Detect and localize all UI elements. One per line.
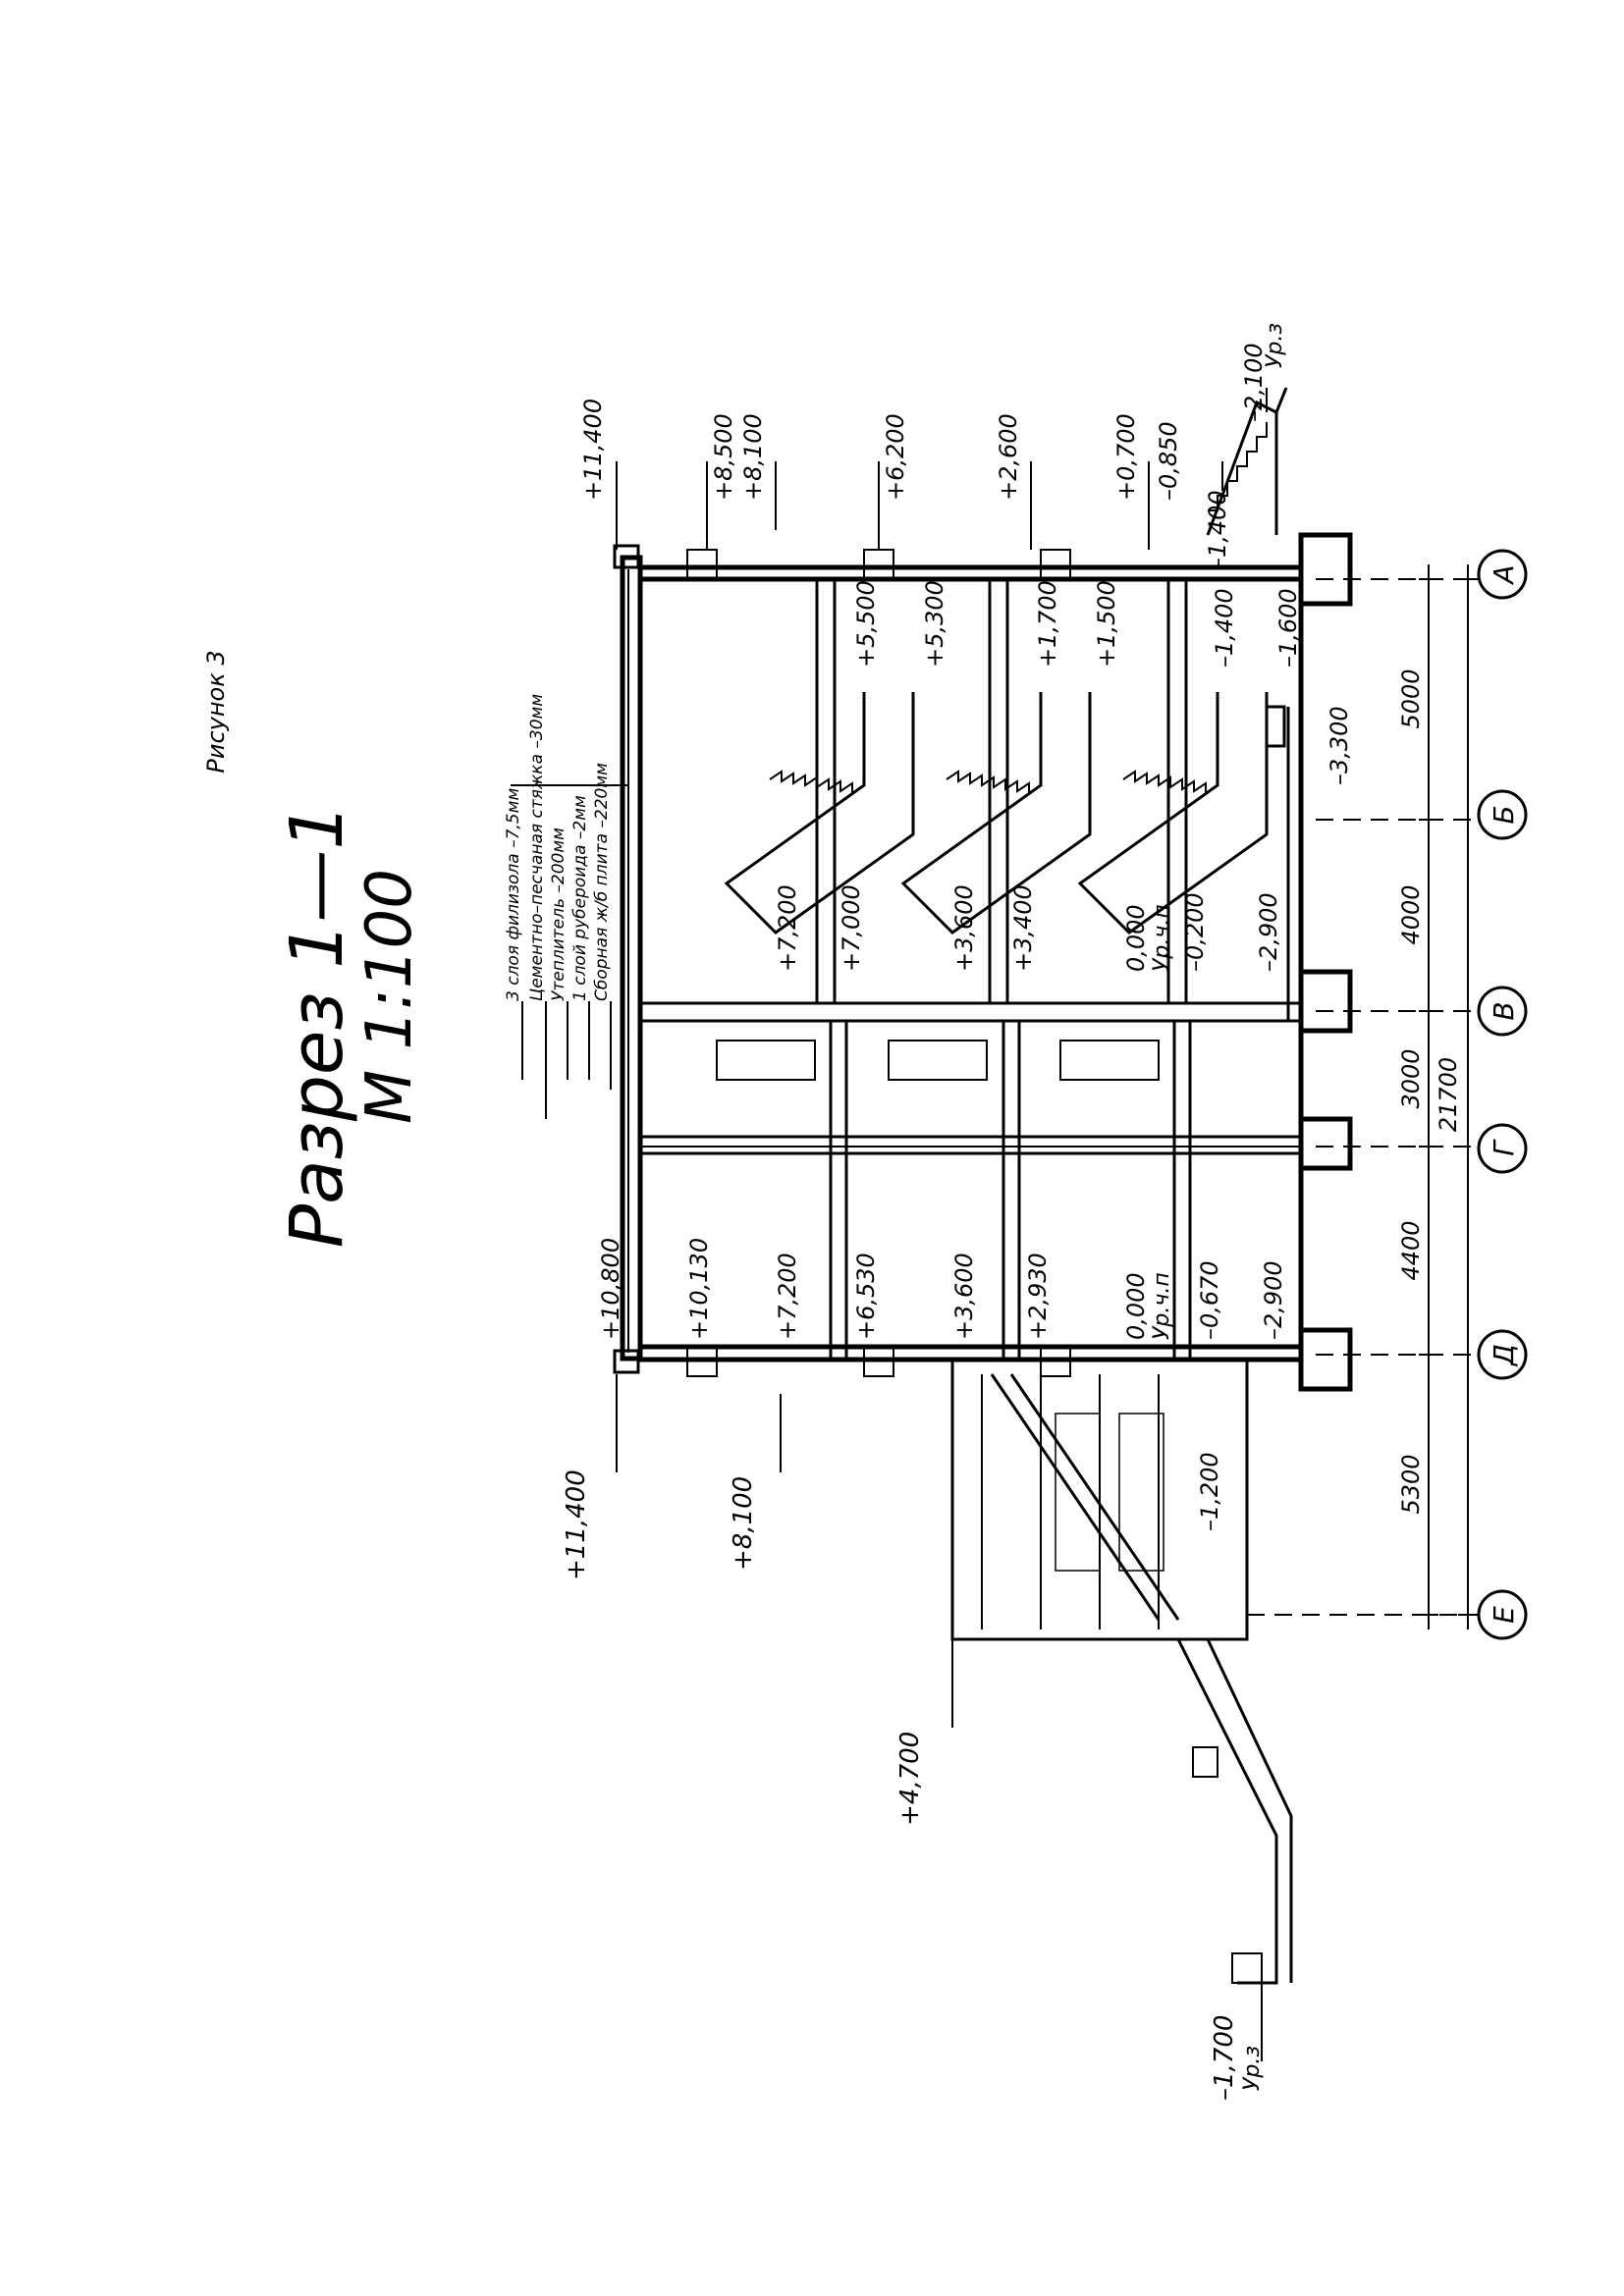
span-d-e: 5300 — [1397, 1454, 1425, 1514]
axis-bubble-b — [1477, 789, 1528, 840]
elev-ur-9: –2,100 — [1240, 343, 1268, 422]
span-v-g: 3000 — [1397, 1048, 1425, 1108]
figure-label: Рисунок 3 — [202, 650, 230, 773]
elev-sm-1: +7,200 — [774, 884, 801, 972]
elev-c-5: +3,600 — [950, 1253, 978, 1340]
elev-ll-3: +4,700 — [895, 1732, 925, 1826]
elevations-stair-left: +5,500 +5,300 +1,700 +1,500 –1,400 –1,60… — [852, 580, 1353, 785]
axis-bubble-e — [1477, 1589, 1528, 1640]
elev-ur-3: +8,100 — [739, 413, 767, 501]
axis-bubble-v — [1477, 986, 1528, 1037]
axis-e: Е — [1488, 1606, 1520, 1624]
section-title: Разрез 1—1 — [275, 804, 359, 1249]
span-g-d: 4400 — [1397, 1220, 1425, 1280]
roof-layer-3: Утеплитель –200мм — [549, 828, 568, 1001]
axis-g: Г — [1488, 1139, 1520, 1156]
elev-ur-2: +8,500 — [710, 413, 737, 501]
dimension-chain: 5000 4000 3000 4400 5300 21700 — [1397, 564, 1478, 1629]
floor-label-center: Ур.ч.п — [1150, 1272, 1174, 1340]
roof-layer-4: 1 слой рубероида –2мм — [570, 795, 590, 1001]
axis-bubble-g — [1477, 1123, 1528, 1174]
elev-sl-1: +5,500 — [852, 580, 880, 667]
ground-label-upper: Ур.з — [1263, 323, 1287, 368]
floor-label-mid: Ур.ч.п — [1150, 904, 1174, 972]
building-outline — [613, 544, 1304, 1377]
section-scale: М 1:100 — [353, 869, 426, 1124]
elev-ll-5: –1,700 — [1210, 2015, 1239, 2101]
elevations-lower-left: +11,400 +8,100 +4,700 –1,200 –1,700 Ур.з — [562, 1374, 1265, 2101]
elev-c-1: +10,800 — [597, 1238, 624, 1340]
elev-ll-4: –1,200 — [1196, 1452, 1223, 1531]
span-b-v: 4000 — [1397, 884, 1425, 944]
elev-sl-4: +1,500 — [1093, 580, 1120, 667]
elevations-stair-mid: +7,200 +7,000 +3,600 +3,400 0,000 Ур.ч.п… — [774, 884, 1282, 972]
elev-c-7: 0,000 — [1122, 1272, 1150, 1340]
axis-a: А — [1488, 564, 1520, 585]
axis-bubble-a — [1477, 549, 1528, 600]
roof-layer-1: 3 слоя филизола –7,5мм — [504, 788, 523, 1001]
elev-sl-6: –1,600 — [1274, 588, 1302, 667]
elev-sl-2: +5,300 — [921, 580, 948, 667]
axis-bubble-d — [1477, 1329, 1528, 1380]
axis-grid: А Б В Г Д Е — [1247, 549, 1528, 1640]
elev-sm-3: +3,600 — [950, 884, 978, 972]
total-dimension: 21700 — [1435, 1057, 1462, 1132]
elev-ur-8: –1,400 — [1204, 490, 1231, 569]
roof-layers-legend: 3 слоя филизола –7,5мм Цементно–песчаная… — [504, 694, 629, 1119]
elev-ll-1: +11,400 — [562, 1469, 591, 1580]
elev-sm-2: +7,000 — [838, 884, 865, 972]
elev-ur-5: +2,600 — [995, 413, 1022, 501]
axis-v: В — [1488, 1001, 1520, 1020]
elev-c-3: +7,200 — [774, 1253, 801, 1340]
axis-d: Д — [1488, 1344, 1520, 1367]
staircase — [724, 692, 1286, 934]
elev-sm-4: +3,400 — [1009, 884, 1037, 972]
elev-sm-6: –0,200 — [1181, 892, 1209, 972]
span-a-b: 5000 — [1397, 668, 1425, 728]
elev-ur-6: +0,700 — [1112, 413, 1140, 501]
roof-layer-2: Цементно–песчаная стяжка –30мм — [527, 694, 547, 1001]
elev-c-8: –0,670 — [1196, 1260, 1223, 1340]
elev-c-9: –2,900 — [1260, 1260, 1287, 1340]
elev-c-6: +2,930 — [1024, 1253, 1052, 1340]
axis-b: Б — [1488, 805, 1520, 824]
foundations — [1298, 532, 1353, 1392]
elev-c-2: +10,130 — [685, 1238, 713, 1340]
elev-ll-2: +8,100 — [729, 1476, 758, 1571]
elev-sl-7: –3,300 — [1326, 706, 1353, 785]
elevations-center: +10,800 +10,130 +7,200 +6,530 +3,600 +2,… — [597, 1238, 1287, 1340]
elev-c-4: +6,530 — [852, 1253, 880, 1340]
ground-label-lower: Ур.з — [1240, 2046, 1265, 2091]
annex — [950, 1358, 1293, 1985]
elev-ur-7: –0,850 — [1155, 421, 1182, 501]
roof-layer-5: Сборная ж/б плита –220мм — [592, 763, 612, 1001]
elev-ur-4: +6,200 — [882, 413, 909, 501]
elevations-upper-right: +11,400 +8,500 +8,100 +6,200 +2,600 +0,7… — [579, 323, 1287, 569]
elev-sl-5: –1,400 — [1211, 588, 1238, 667]
elev-sm-5: 0,000 — [1122, 904, 1150, 972]
elev-ur-1: +11,400 — [579, 399, 607, 501]
elev-sm-7: –2,900 — [1255, 892, 1282, 972]
elev-sl-3: +1,700 — [1034, 580, 1061, 667]
